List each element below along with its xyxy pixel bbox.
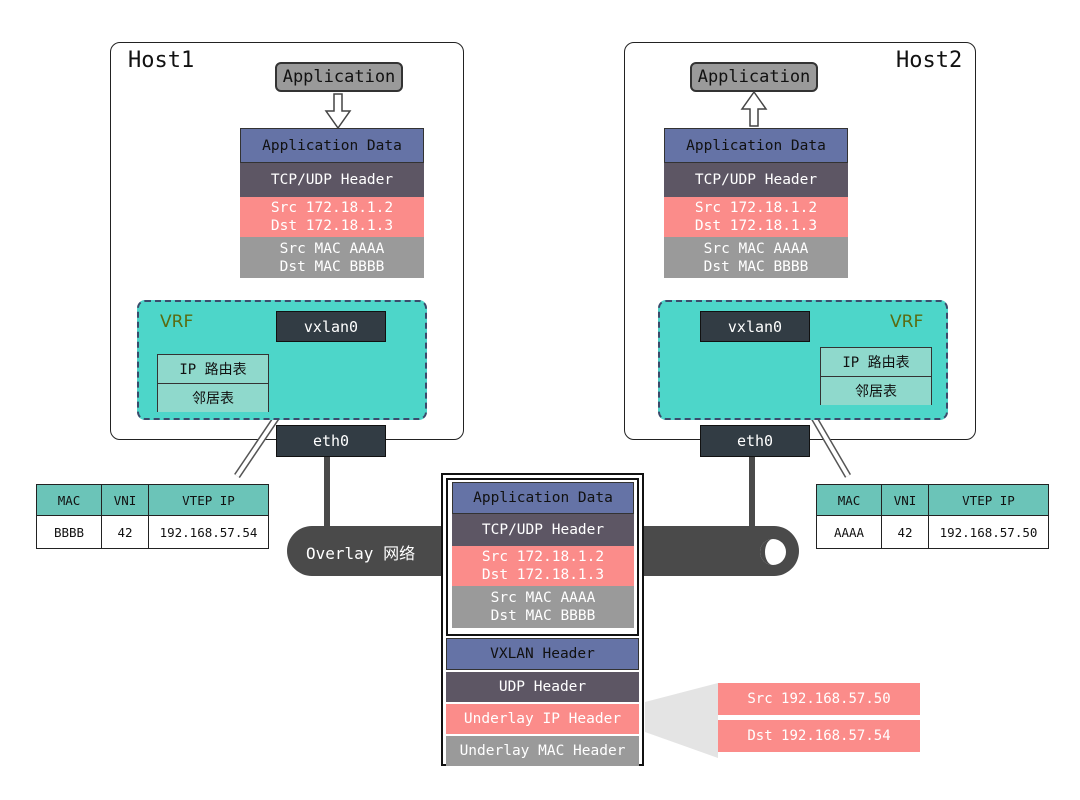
host1-vxlan0: vxlan0 — [276, 311, 386, 342]
outer-header-stack: VXLAN Header UDP Header Underlay IP Head… — [446, 638, 639, 766]
inner-packet-stack: Application Data TCP/UDP Header Src 172.… — [452, 482, 634, 628]
host2-label: Host2 — [896, 48, 963, 73]
fdb-header-mac: MAC — [36, 484, 102, 516]
fdb-cell-mac: BBBB — [36, 515, 102, 549]
host2-mac-header: Src MAC AAAA Dst MAC BBBB — [664, 237, 848, 278]
host1-tcp-header: TCP/UDP Header — [240, 163, 424, 197]
underlay-dst-ip: Dst 192.168.57.54 — [718, 720, 920, 752]
host1-fdb-table: MAC VNI VTEP IP BBBB 42 192.168.57.54 — [36, 484, 269, 549]
host1-mac-header: Src MAC AAAA Dst MAC BBBB — [240, 237, 424, 278]
fdb-cell-mac: AAAA — [816, 515, 882, 549]
host2-neighbor-table: 邻居表 — [821, 377, 931, 405]
pkt-app-data: Application Data — [452, 482, 634, 514]
overlay-endpoint-icon — [760, 539, 786, 565]
underlay-ip-header: Underlay IP Header — [446, 704, 639, 734]
fdb-header-vtep: VTEP IP — [928, 484, 1049, 516]
host1-ip-header: Src 172.18.1.2 Dst 172.18.1.3 — [240, 197, 424, 237]
host1-application: Application — [275, 62, 403, 92]
overlay-network-label: Overlay 网络 — [306, 544, 416, 563]
host1-neighbor-table: 邻居表 — [158, 384, 268, 412]
fdb-header-vni: VNI — [101, 484, 149, 516]
pkt-mac-header: Src MAC AAAA Dst MAC BBBB — [452, 586, 634, 628]
underlay-mac-header: Underlay MAC Header — [446, 736, 639, 766]
underlay-callout — [645, 683, 718, 758]
host2-vrf-label: VRF — [890, 312, 924, 332]
fdb-cell-vni: 42 — [101, 515, 149, 549]
fdb-header-vtep: VTEP IP — [148, 484, 269, 516]
host2-packet-stack: Application Data TCP/UDP Header Src 172.… — [664, 128, 848, 278]
host2-tcp-header: TCP/UDP Header — [664, 163, 848, 197]
fdb-header-vni: VNI — [881, 484, 929, 516]
host2-app-data: Application Data — [664, 128, 848, 163]
host2-application: Application — [690, 62, 818, 92]
underlay-src-ip: Src 192.168.57.50 — [718, 683, 920, 715]
host2-tables: IP 路由表 邻居表 — [820, 347, 932, 405]
udp-header: UDP Header — [446, 672, 639, 702]
fdb-header-mac: MAC — [816, 484, 882, 516]
fdb-cell-vni: 42 — [881, 515, 929, 549]
host2-ip-header: Src 172.18.1.2 Dst 172.18.1.3 — [664, 197, 848, 237]
pkt-ip-header: Src 172.18.1.2 Dst 172.18.1.3 — [452, 546, 634, 586]
host1-label: Host1 — [128, 48, 195, 73]
host2-vxlan0: vxlan0 — [700, 311, 810, 342]
host1-app-data: Application Data — [240, 128, 424, 163]
pkt-tcp-header: TCP/UDP Header — [452, 514, 634, 546]
host2-eth0: eth0 — [700, 425, 810, 457]
fdb-cell-vtep: 192.168.57.50 — [928, 515, 1049, 549]
host1-vrf-label: VRF — [160, 312, 194, 332]
host1-tables: IP 路由表 邻居表 — [157, 354, 269, 412]
vxlan-header: VXLAN Header — [446, 638, 639, 670]
host1-eth0: eth0 — [276, 425, 386, 457]
host1-packet-stack: Application Data TCP/UDP Header Src 172.… — [240, 128, 424, 278]
host1-route-table: IP 路由表 — [158, 355, 268, 384]
host2-fdb-table: MAC VNI VTEP IP AAAA 42 192.168.57.50 — [816, 484, 1049, 549]
host2-route-table: IP 路由表 — [821, 348, 931, 377]
fdb-cell-vtep: 192.168.57.54 — [148, 515, 269, 549]
